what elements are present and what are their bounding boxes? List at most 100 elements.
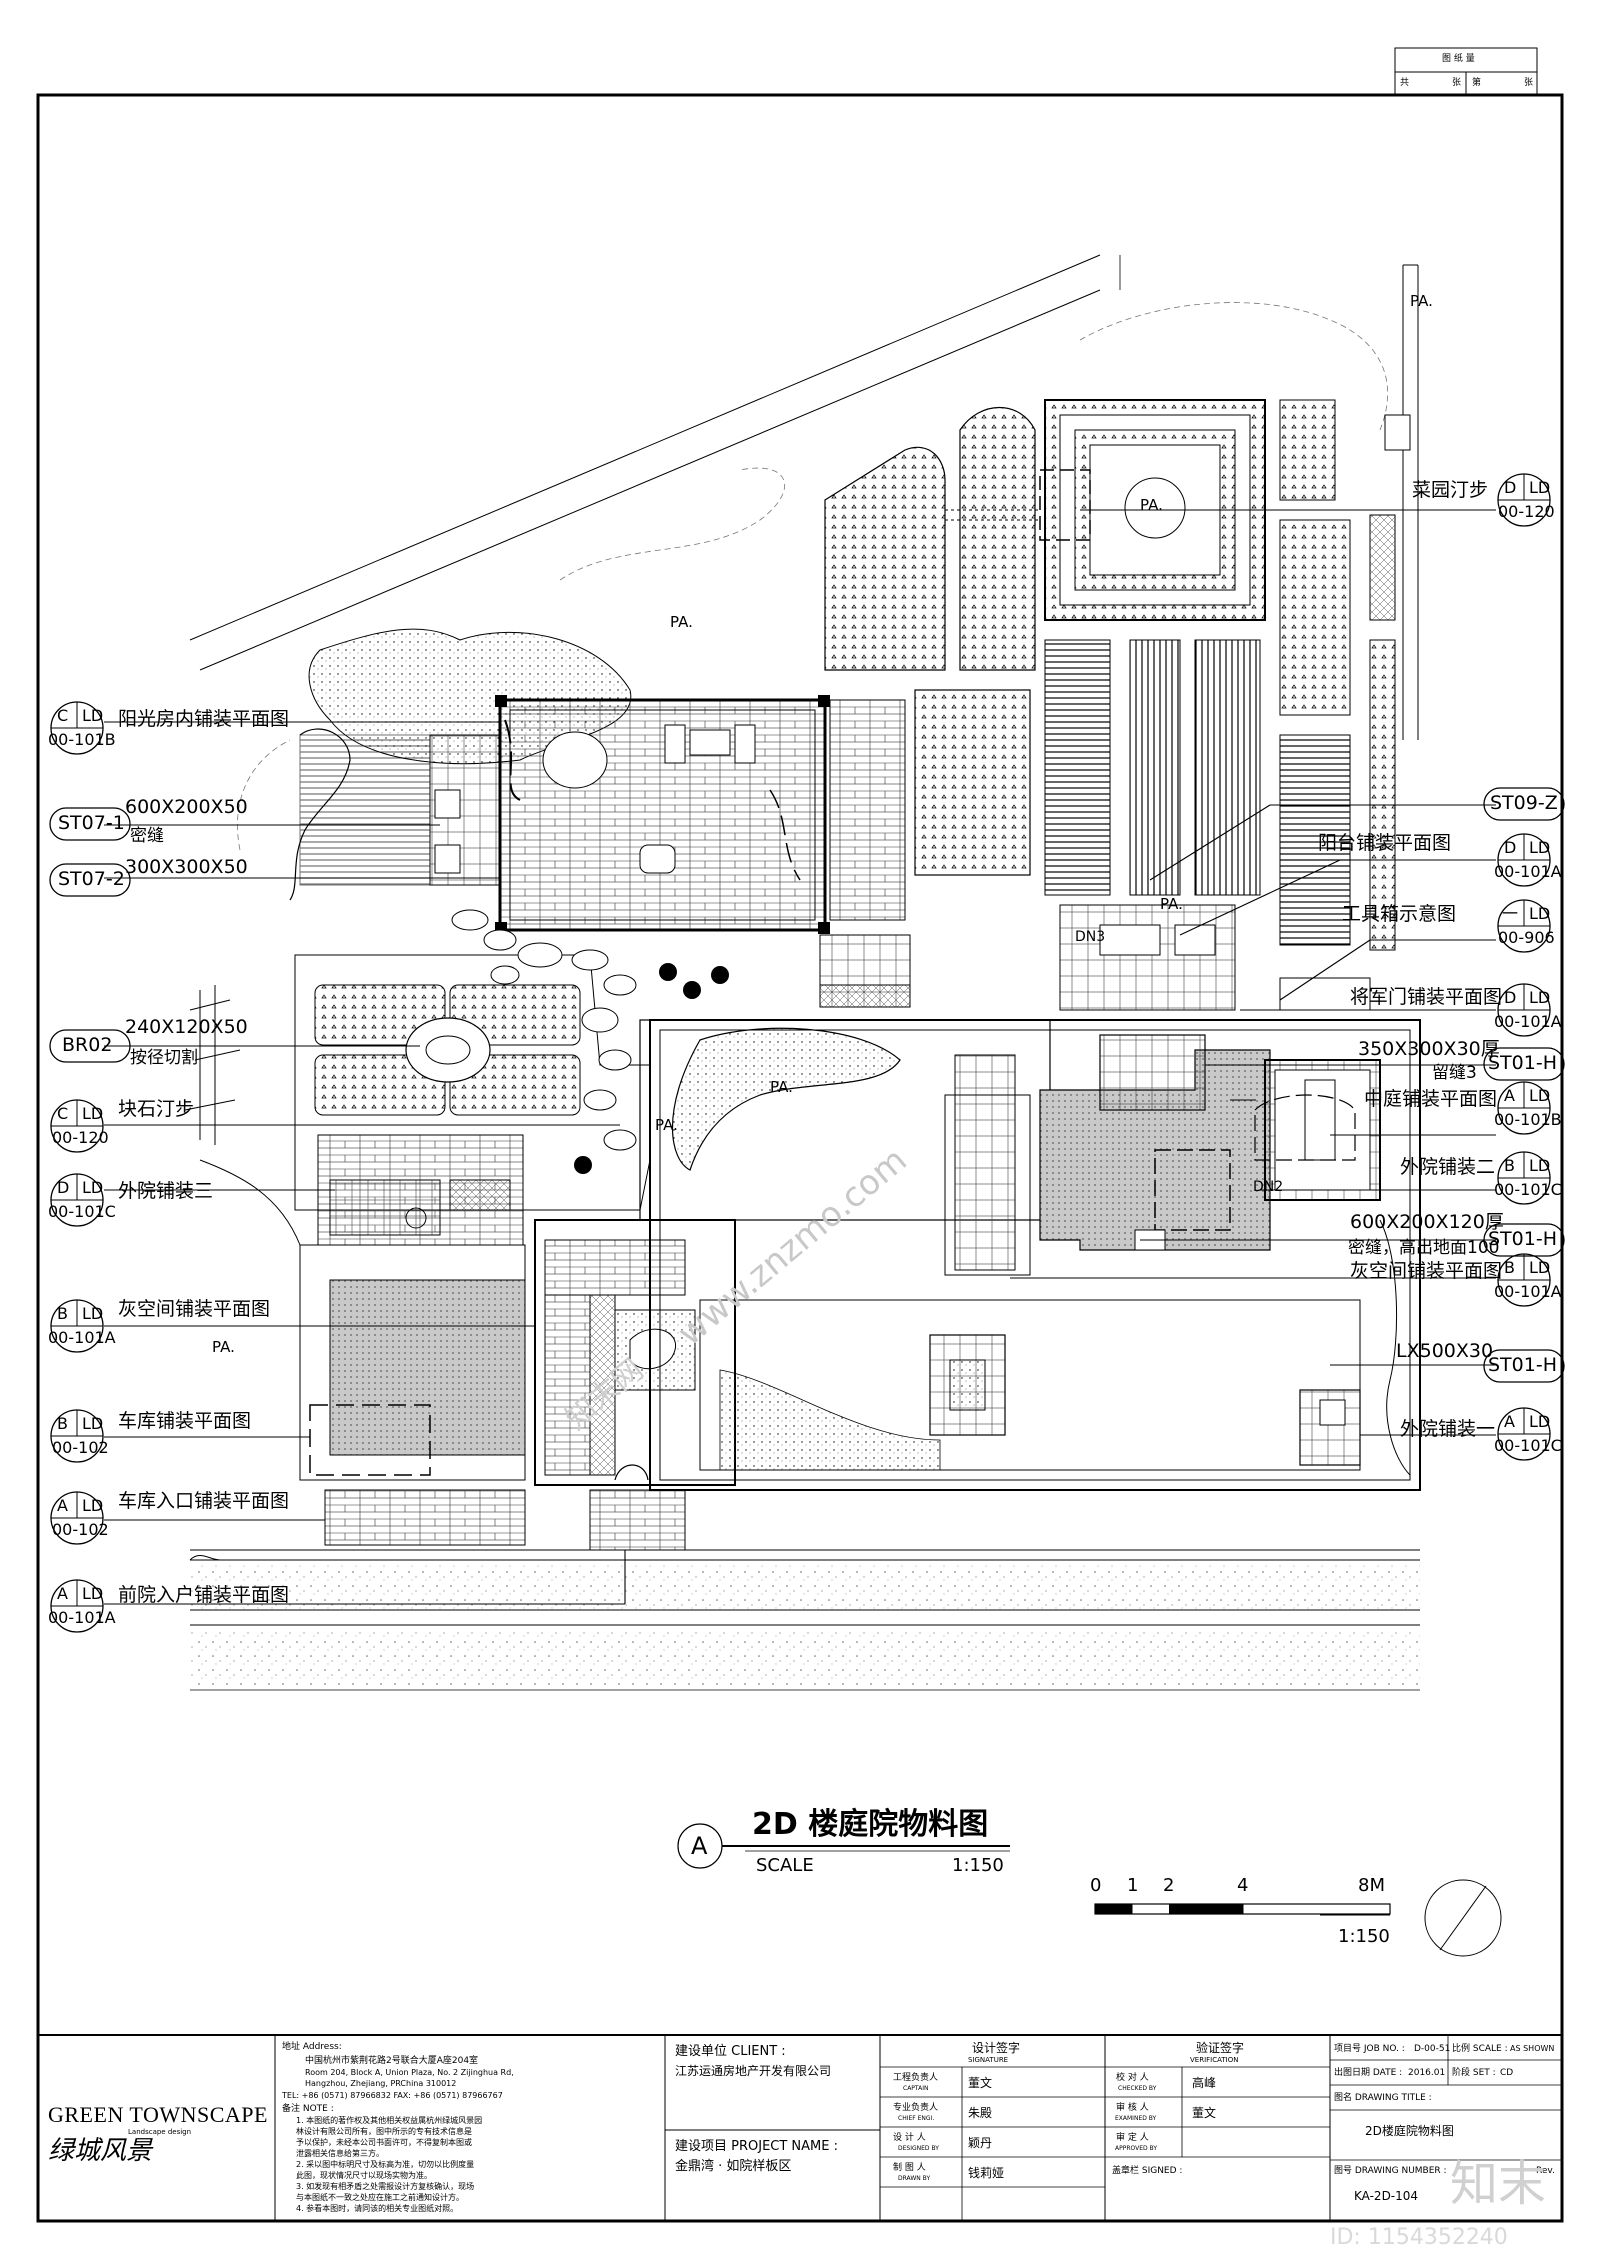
callout-bottom: LD [1529, 478, 1551, 497]
signature-header-en: SIGNATURE [968, 2056, 1009, 2064]
callout-symbol [1497, 833, 1551, 887]
callout-bottom: LD [82, 706, 104, 725]
dn-label: DN3 [1075, 929, 1106, 945]
callout-bottom: LD [1529, 838, 1551, 857]
material-code: ST07-2 [58, 868, 125, 890]
callout-bottom: LD [1529, 904, 1551, 923]
callout-bottom: LD [1529, 1412, 1551, 1431]
material-text: 350X300X30厚 [1358, 1038, 1500, 1060]
callout-text: 中庭铺装平面图 [1364, 1088, 1498, 1110]
material-tag-symbol [49, 863, 131, 897]
material-code: ST01-H [1488, 1354, 1557, 1376]
address-line: Hangzhou, Zhejiang, PRChina 310012 [305, 2079, 457, 2088]
callout-text: 菜园汀步 [1412, 479, 1489, 501]
project-label: 建设项目 PROJECT NAME : [675, 2139, 838, 2154]
callout-text: 车库铺装平面图 [118, 1410, 252, 1432]
callout-code: 00-101B [48, 730, 116, 749]
callout-top: D [1504, 478, 1517, 497]
brand-tagline: Landscape design [128, 2128, 192, 2136]
callout-code: 00-101C [1494, 1436, 1562, 1455]
dn-label: DN2 [1253, 1179, 1284, 1195]
plan-scale-value: 1:150 [952, 1855, 1004, 1876]
callout-code: 00-101C [1494, 1180, 1562, 1199]
sig-role-en: DRAWN BY [898, 2175, 931, 2182]
sheet-count-sheet: 张 [1524, 78, 1534, 88]
callout-top: A [57, 1496, 68, 1515]
pa-label: PA. [212, 1338, 235, 1356]
callout-top: D [1504, 838, 1517, 857]
sheet-count-no: 第 [1472, 78, 1482, 88]
verification-header: 验证签字 [1196, 2041, 1245, 2055]
sig-role: 专业负责人 [893, 2103, 939, 2113]
material-tag-symbol [49, 807, 131, 841]
callout-bottom: LD [82, 1414, 104, 1433]
pa-label: PA. [1140, 496, 1163, 514]
material-tag-symbol [1483, 787, 1565, 821]
callout-code: 00-101C [48, 1202, 116, 1221]
drawing-title: 2D楼庭院物料图 [1365, 2124, 1454, 2138]
material-code: BR02 [62, 1034, 113, 1056]
callout-symbol [1497, 1081, 1551, 1135]
sheet-count-total: 共 [1400, 78, 1410, 88]
date-value: 2016.01 [1408, 2068, 1446, 2078]
material-subtext: 留缝3 [1432, 1063, 1477, 1083]
callout-code: 00-101A [48, 1328, 116, 1347]
callout-code: 00-120 [52, 1128, 109, 1147]
watermark-id: ID: 1154352240 [1330, 2225, 1508, 2250]
callout-text: 灰空间铺装平面图 [1350, 1260, 1503, 1282]
callout-symbol [50, 1491, 104, 1545]
ver-role-en: CHECKED BY [1118, 2085, 1157, 2092]
pa-label: PA. [670, 613, 693, 631]
note-line: 此图，现状情况尺寸以现场实物为准。 [296, 2171, 432, 2180]
drawing-no-label: 图号 DRAWING NUMBER : [1334, 2166, 1447, 2176]
material-tag-symbol [1483, 1349, 1565, 1383]
scale-tick: 2 [1163, 1875, 1175, 1896]
set-label: 阶段 SET : [1452, 2068, 1496, 2078]
watermark-logo: 知末 [1450, 2156, 1547, 2212]
callout-symbol [50, 1099, 104, 1153]
pa-label: PA. [770, 1078, 793, 1096]
ver-role-en: EXAMINED BY [1115, 2115, 1157, 2122]
sig-role: 制 图 人 [893, 2163, 926, 2173]
callout-code: 00-101A [1494, 862, 1562, 881]
plan-scale-label: SCALE [756, 1855, 814, 1876]
scale-label: 比例 SCALE : [1452, 2044, 1508, 2054]
pa-label: PA. [1410, 292, 1433, 310]
callout-text: 车库入口铺装平面图 [118, 1490, 290, 1512]
material-tag-symbol [49, 1029, 131, 1063]
pa-label: PA. [655, 1116, 678, 1134]
callout-symbol [1497, 983, 1551, 1037]
callout-text: 块石汀步 [118, 1098, 195, 1120]
callout-code: 00-101B [1494, 1110, 1562, 1129]
material-text: 300X300X50 [125, 856, 248, 878]
callout-bottom: LD [1529, 988, 1551, 1007]
callout-bottom: LD [82, 1584, 104, 1603]
sheet-count-sheets: 张 [1452, 78, 1462, 88]
callout-code: 00-120 [1498, 502, 1555, 521]
callout-top: A [1504, 1086, 1515, 1105]
job-no: D-00-51 [1414, 2044, 1451, 2054]
callout-symbol [1497, 1407, 1551, 1461]
callout-text: 阳台铺装平面图 [1318, 832, 1452, 854]
callout-code: 00-101A [1494, 1282, 1562, 1301]
drawing-number: KA-2D-104 [1354, 2189, 1419, 2203]
callout-code: 00-101A [48, 1608, 116, 1627]
material-subtext: 密缝，高出地面100 [1348, 1238, 1500, 1258]
brand-name-en: GREEN TOWNSCAPE [48, 2102, 268, 2127]
note-line: 3. 如发现有相矛盾之处需报设计方复核确认，现场 [296, 2182, 475, 2191]
callout-code: 00-101A [1494, 1012, 1562, 1031]
signature-header: 设计签字 [972, 2041, 1021, 2055]
note-line: 泄露相关信息给第三方。 [296, 2149, 384, 2158]
ver-name: 高峰 [1192, 2076, 1217, 2090]
callout-bottom: LD [82, 1496, 104, 1515]
callout-text: 前院入户铺装平面图 [118, 1584, 290, 1606]
address-line: Room 204, Block A, Union Plaza, No. 2 Zi… [305, 2068, 514, 2077]
callout-symbol [50, 1173, 104, 1227]
sig-role: 工程负责人 [893, 2073, 939, 2083]
sig-name: 颖丹 [968, 2136, 993, 2150]
note-line: 1. 本图纸的著作权及其他相关权益属杭州绿城风景园 [296, 2116, 483, 2125]
north-arrow-icon [1425, 1880, 1501, 1956]
callout-symbol [1497, 899, 1551, 953]
